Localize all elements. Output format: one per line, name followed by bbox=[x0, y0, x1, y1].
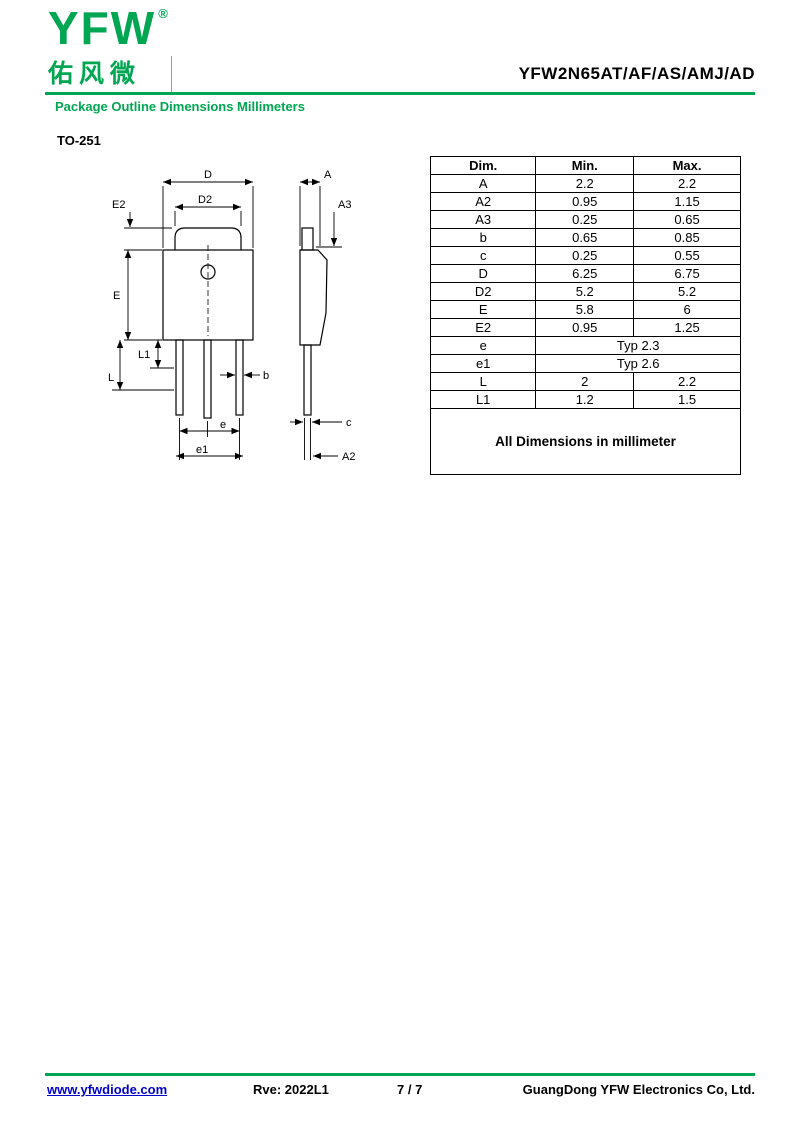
table-row: b 0.65 0.85 bbox=[429, 228, 741, 247]
min-cell: 0.95 bbox=[535, 192, 635, 211]
table-row: e1 Typ 2.6 bbox=[429, 354, 741, 373]
dim-label-a2: A2 bbox=[342, 451, 355, 463]
max-cell: 5.2 bbox=[633, 282, 741, 301]
max-cell: 1.25 bbox=[633, 318, 741, 337]
table-row: L 2 2.2 bbox=[429, 372, 741, 391]
dim-cell: e bbox=[429, 336, 537, 355]
dimensions-table: Dim. Min. Max. A 2.2 2.2 A2 0.95 1.15 A3 bbox=[429, 156, 741, 409]
table-row: E 5.8 6 bbox=[429, 300, 741, 319]
registered-trademark-icon: ® bbox=[158, 6, 168, 21]
table-row: D 6.25 6.75 bbox=[429, 264, 741, 283]
max-cell: 6.75 bbox=[633, 264, 741, 283]
dim-cell: E bbox=[429, 300, 537, 319]
dim-label-d2: D2 bbox=[198, 194, 212, 206]
page-indicator: 7 / 7 bbox=[397, 1082, 423, 1097]
dim-label-b: b bbox=[263, 370, 269, 382]
typ-cell: Typ 2.6 bbox=[535, 354, 741, 373]
revision-label: Rve: 2022L1 bbox=[253, 1082, 329, 1097]
dim-cell: D2 bbox=[429, 282, 537, 301]
min-cell: 5.2 bbox=[535, 282, 635, 301]
dim-label-d: D bbox=[204, 169, 212, 181]
min-cell: 1.2 bbox=[535, 390, 635, 409]
dim-cell: c bbox=[429, 246, 537, 265]
part-number-title: YFW2N65AT/AF/AS/AMJ/AD bbox=[518, 64, 755, 83]
dim-label-l1: L1 bbox=[138, 349, 150, 361]
min-cell: 0.95 bbox=[535, 318, 635, 337]
max-cell: 2.2 bbox=[633, 372, 741, 391]
dim-label-c: c bbox=[346, 417, 352, 429]
dimension-lines bbox=[112, 178, 342, 460]
min-cell: 0.25 bbox=[535, 210, 635, 229]
max-cell: 0.55 bbox=[633, 246, 741, 265]
table-row: D2 5.2 5.2 bbox=[429, 282, 741, 301]
package-name-label: TO-251 bbox=[57, 133, 101, 148]
section-title: Package Outline Dimensions Millimeters bbox=[55, 99, 305, 114]
side-view bbox=[299, 227, 328, 416]
column-header-max: Max. bbox=[633, 156, 741, 175]
table-row: c 0.25 0.55 bbox=[429, 246, 741, 265]
max-cell: 6 bbox=[633, 300, 741, 319]
max-cell: 0.85 bbox=[633, 228, 741, 247]
company-name: GuangDong YFW Electronics Co, Ltd. bbox=[522, 1082, 755, 1097]
logo-text: YFW bbox=[48, 2, 157, 54]
dim-cell: A2 bbox=[429, 192, 537, 211]
typ-cell: Typ 2.3 bbox=[535, 336, 741, 355]
dimensions-table-container: Dim. Min. Max. A 2.2 2.2 A2 0.95 1.15 A3 bbox=[429, 156, 741, 475]
min-cell: 6.25 bbox=[535, 264, 635, 283]
header-rule bbox=[45, 92, 755, 95]
max-cell: 1.5 bbox=[633, 390, 741, 409]
footer-rule bbox=[45, 1073, 755, 1076]
dim-cell: D bbox=[429, 264, 537, 283]
dimension-labels: D D2 E2 E L1 L b e e1 A A3 c A2 bbox=[108, 169, 355, 463]
min-cell: 2.2 bbox=[535, 174, 635, 193]
front-view bbox=[162, 227, 254, 419]
yfw-logo: YFW® 佑风微 bbox=[48, 4, 168, 90]
max-cell: 1.15 bbox=[633, 192, 741, 211]
dim-label-e1: e1 bbox=[196, 444, 208, 456]
min-cell: 0.65 bbox=[535, 228, 635, 247]
table-row: e Typ 2.3 bbox=[429, 336, 741, 355]
dim-cell: L1 bbox=[429, 390, 537, 409]
dim-cell: b bbox=[429, 228, 537, 247]
column-header-dim: Dim. bbox=[429, 156, 537, 175]
dim-cell: A3 bbox=[429, 210, 537, 229]
max-cell: 0.65 bbox=[633, 210, 741, 229]
dim-label-a3: A3 bbox=[338, 199, 351, 211]
dim-label-e: e bbox=[220, 419, 226, 431]
column-header-min: Min. bbox=[535, 156, 635, 175]
min-cell: 2 bbox=[535, 372, 635, 391]
table-row: A3 0.25 0.65 bbox=[429, 210, 741, 229]
dim-label-a: A bbox=[324, 169, 332, 181]
table-row: A2 0.95 1.15 bbox=[429, 192, 741, 211]
dim-label-e-cap: E bbox=[113, 290, 120, 302]
table-row: L1 1.2 1.5 bbox=[429, 390, 741, 409]
dim-label-e2: E2 bbox=[112, 199, 125, 211]
dim-cell: L bbox=[429, 372, 537, 391]
dimensions-note: All Dimensions in millimeter bbox=[430, 409, 741, 475]
dim-cell: E2 bbox=[429, 318, 537, 337]
logo-divider bbox=[171, 56, 172, 93]
logo-chinese-text: 佑风微 bbox=[48, 60, 142, 89]
dim-cell: A bbox=[429, 174, 537, 193]
website-link[interactable]: www.yfwdiode.com bbox=[47, 1082, 168, 1097]
table-row: E2 0.95 1.25 bbox=[429, 318, 741, 337]
package-outline-drawing: D D2 E2 E L1 L b e e1 A A3 c A2 bbox=[108, 169, 355, 463]
max-cell: 2.2 bbox=[633, 174, 741, 193]
min-cell: 5.8 bbox=[535, 300, 635, 319]
dim-cell: e1 bbox=[429, 354, 537, 373]
table-row: A 2.2 2.2 bbox=[429, 174, 741, 193]
table-header-row: Dim. Min. Max. bbox=[429, 156, 741, 175]
min-cell: 0.25 bbox=[535, 246, 635, 265]
dim-label-l: L bbox=[108, 372, 114, 384]
